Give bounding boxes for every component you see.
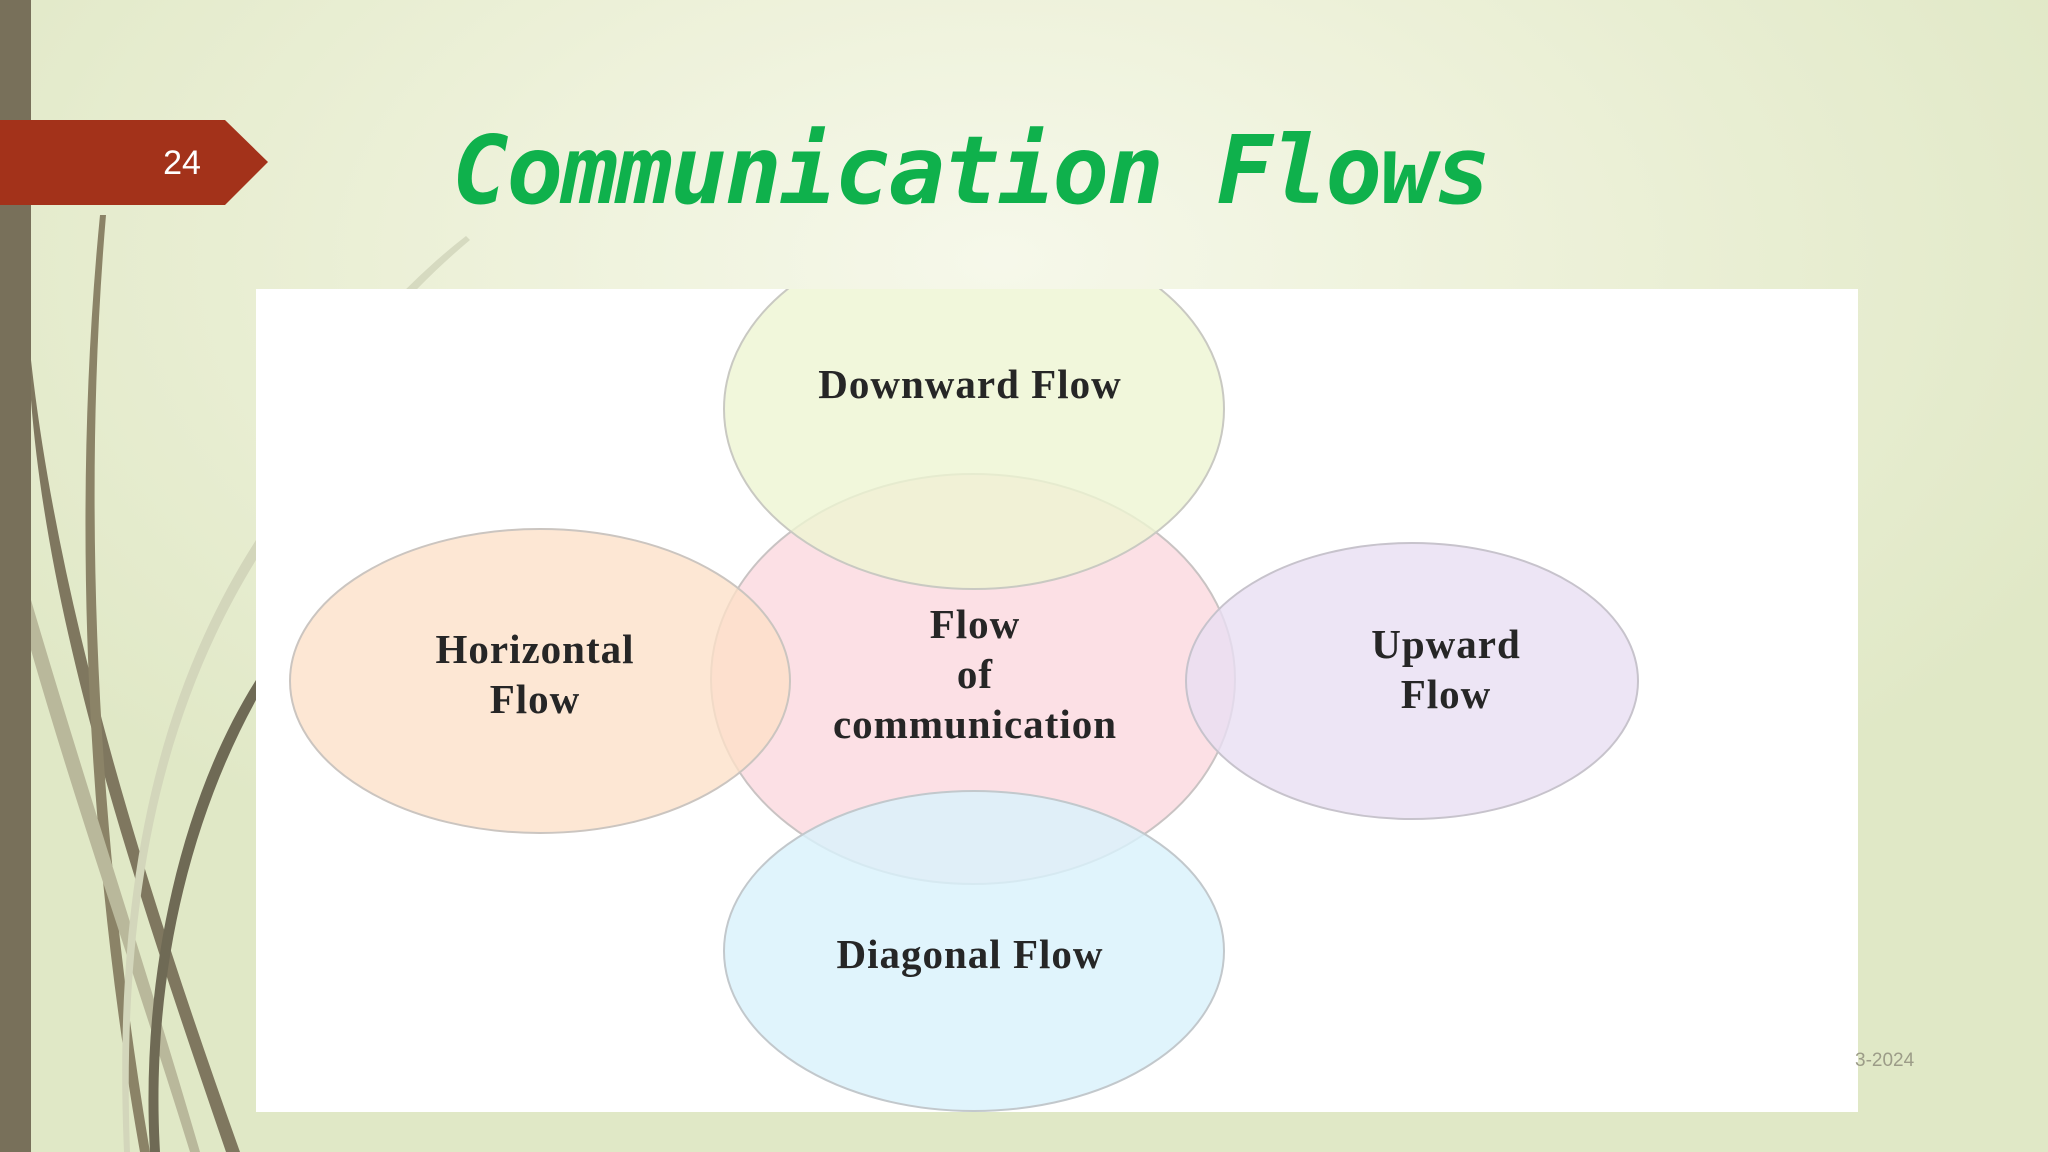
upward-flow-label: Upward Flow — [1371, 621, 1521, 717]
diagram-image: Downward Flow Horizontal Flow Flow of co… — [256, 289, 1858, 1112]
page-number-tag — [0, 120, 268, 205]
page-number: 24 — [163, 144, 201, 182]
footer-date: 3-2024 — [1855, 1050, 1915, 1071]
center-label: Flow of communication — [832, 601, 1118, 747]
venn-diagram — [289, 289, 1639, 1112]
downward-flow-circle — [723, 289, 1225, 590]
horizontal-flow-circle — [289, 528, 791, 834]
upward-flow-circle — [1185, 542, 1639, 820]
downward-flow-label: Downward Flow — [818, 361, 1122, 407]
diagonal-flow-label: Diagonal Flow — [836, 931, 1104, 977]
diagonal-flow-circle — [723, 790, 1225, 1112]
slide-title: Communication Flows — [452, 117, 1491, 226]
horizontal-flow-label: Horizontal Flow — [435, 626, 635, 722]
